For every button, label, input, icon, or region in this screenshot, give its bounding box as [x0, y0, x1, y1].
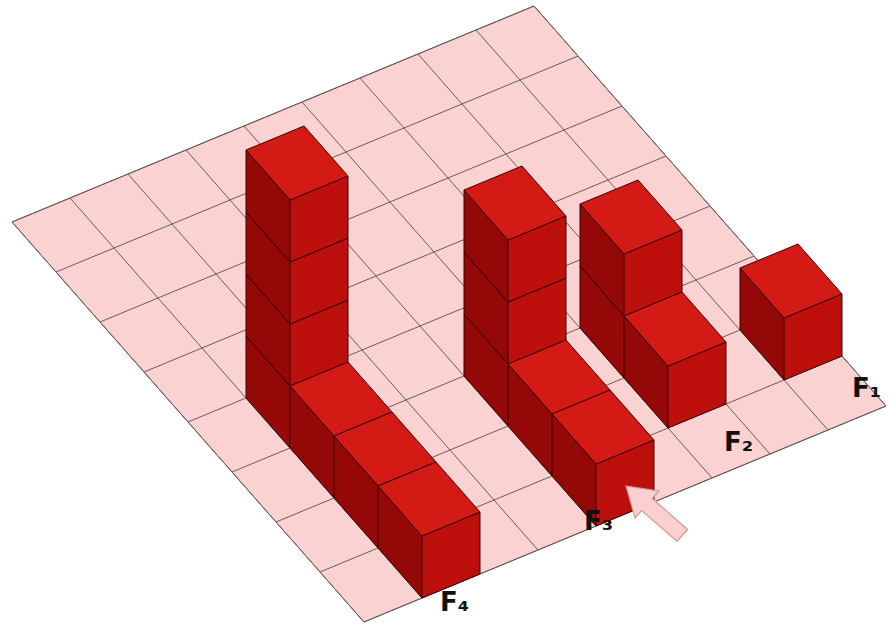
cube-top-face — [464, 166, 566, 240]
figure-label: F₃ — [582, 507, 615, 536]
cube-top-face — [378, 462, 480, 536]
pointer-arrow — [626, 486, 688, 542]
cube-top-face — [246, 126, 348, 200]
floor-plane — [12, 6, 886, 622]
figure-label: F₁ — [850, 374, 883, 403]
cube-top-face — [580, 180, 682, 254]
cube-top-face — [552, 390, 654, 464]
floor-grid — [12, 6, 886, 622]
cube-top-face — [624, 292, 726, 366]
grid-line — [360, 78, 712, 478]
grid-line — [128, 174, 480, 574]
grid-line — [144, 156, 666, 372]
cube-stacks — [246, 126, 842, 598]
grid-line — [70, 198, 422, 598]
grid-line — [302, 102, 654, 502]
figure-label: F₂ — [722, 428, 755, 457]
cube-top-face — [740, 244, 842, 318]
figure-label: F₄ — [438, 588, 471, 617]
grid-line — [418, 54, 770, 454]
